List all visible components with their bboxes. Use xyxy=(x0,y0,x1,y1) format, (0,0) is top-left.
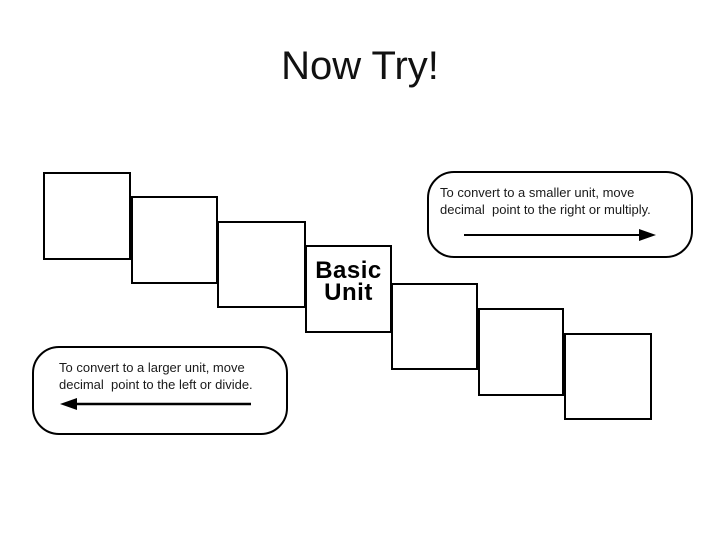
callout-smaller-line1: To convert to a smaller unit, move xyxy=(440,185,635,200)
stair-square-3 xyxy=(217,221,306,308)
callout-smaller-unit: To convert to a smaller unit, move decim… xyxy=(427,171,693,258)
callout-larger-unit: To convert to a larger unit, move decima… xyxy=(32,346,288,435)
stair-square-6 xyxy=(478,308,564,396)
basic-unit-label-line2: Unit xyxy=(324,279,373,306)
stair-square-1 xyxy=(43,172,131,260)
left-arrow-icon xyxy=(60,396,252,412)
stair-square-5 xyxy=(391,283,478,370)
right-arrow-icon xyxy=(463,228,657,242)
callout-smaller-line2: decimal point to the right or multiply. xyxy=(440,202,651,217)
callout-larger-line1: To convert to a larger unit, move xyxy=(59,360,245,375)
stair-square-2 xyxy=(131,196,218,284)
stair-square-7 xyxy=(564,333,652,420)
basic-unit-box: Basic Unit xyxy=(305,245,392,333)
basic-unit-label-line1: Basic xyxy=(315,257,382,284)
slide-title: Now Try! xyxy=(281,44,439,88)
callout-larger-line2: decimal point to the left or divide. xyxy=(59,377,253,392)
